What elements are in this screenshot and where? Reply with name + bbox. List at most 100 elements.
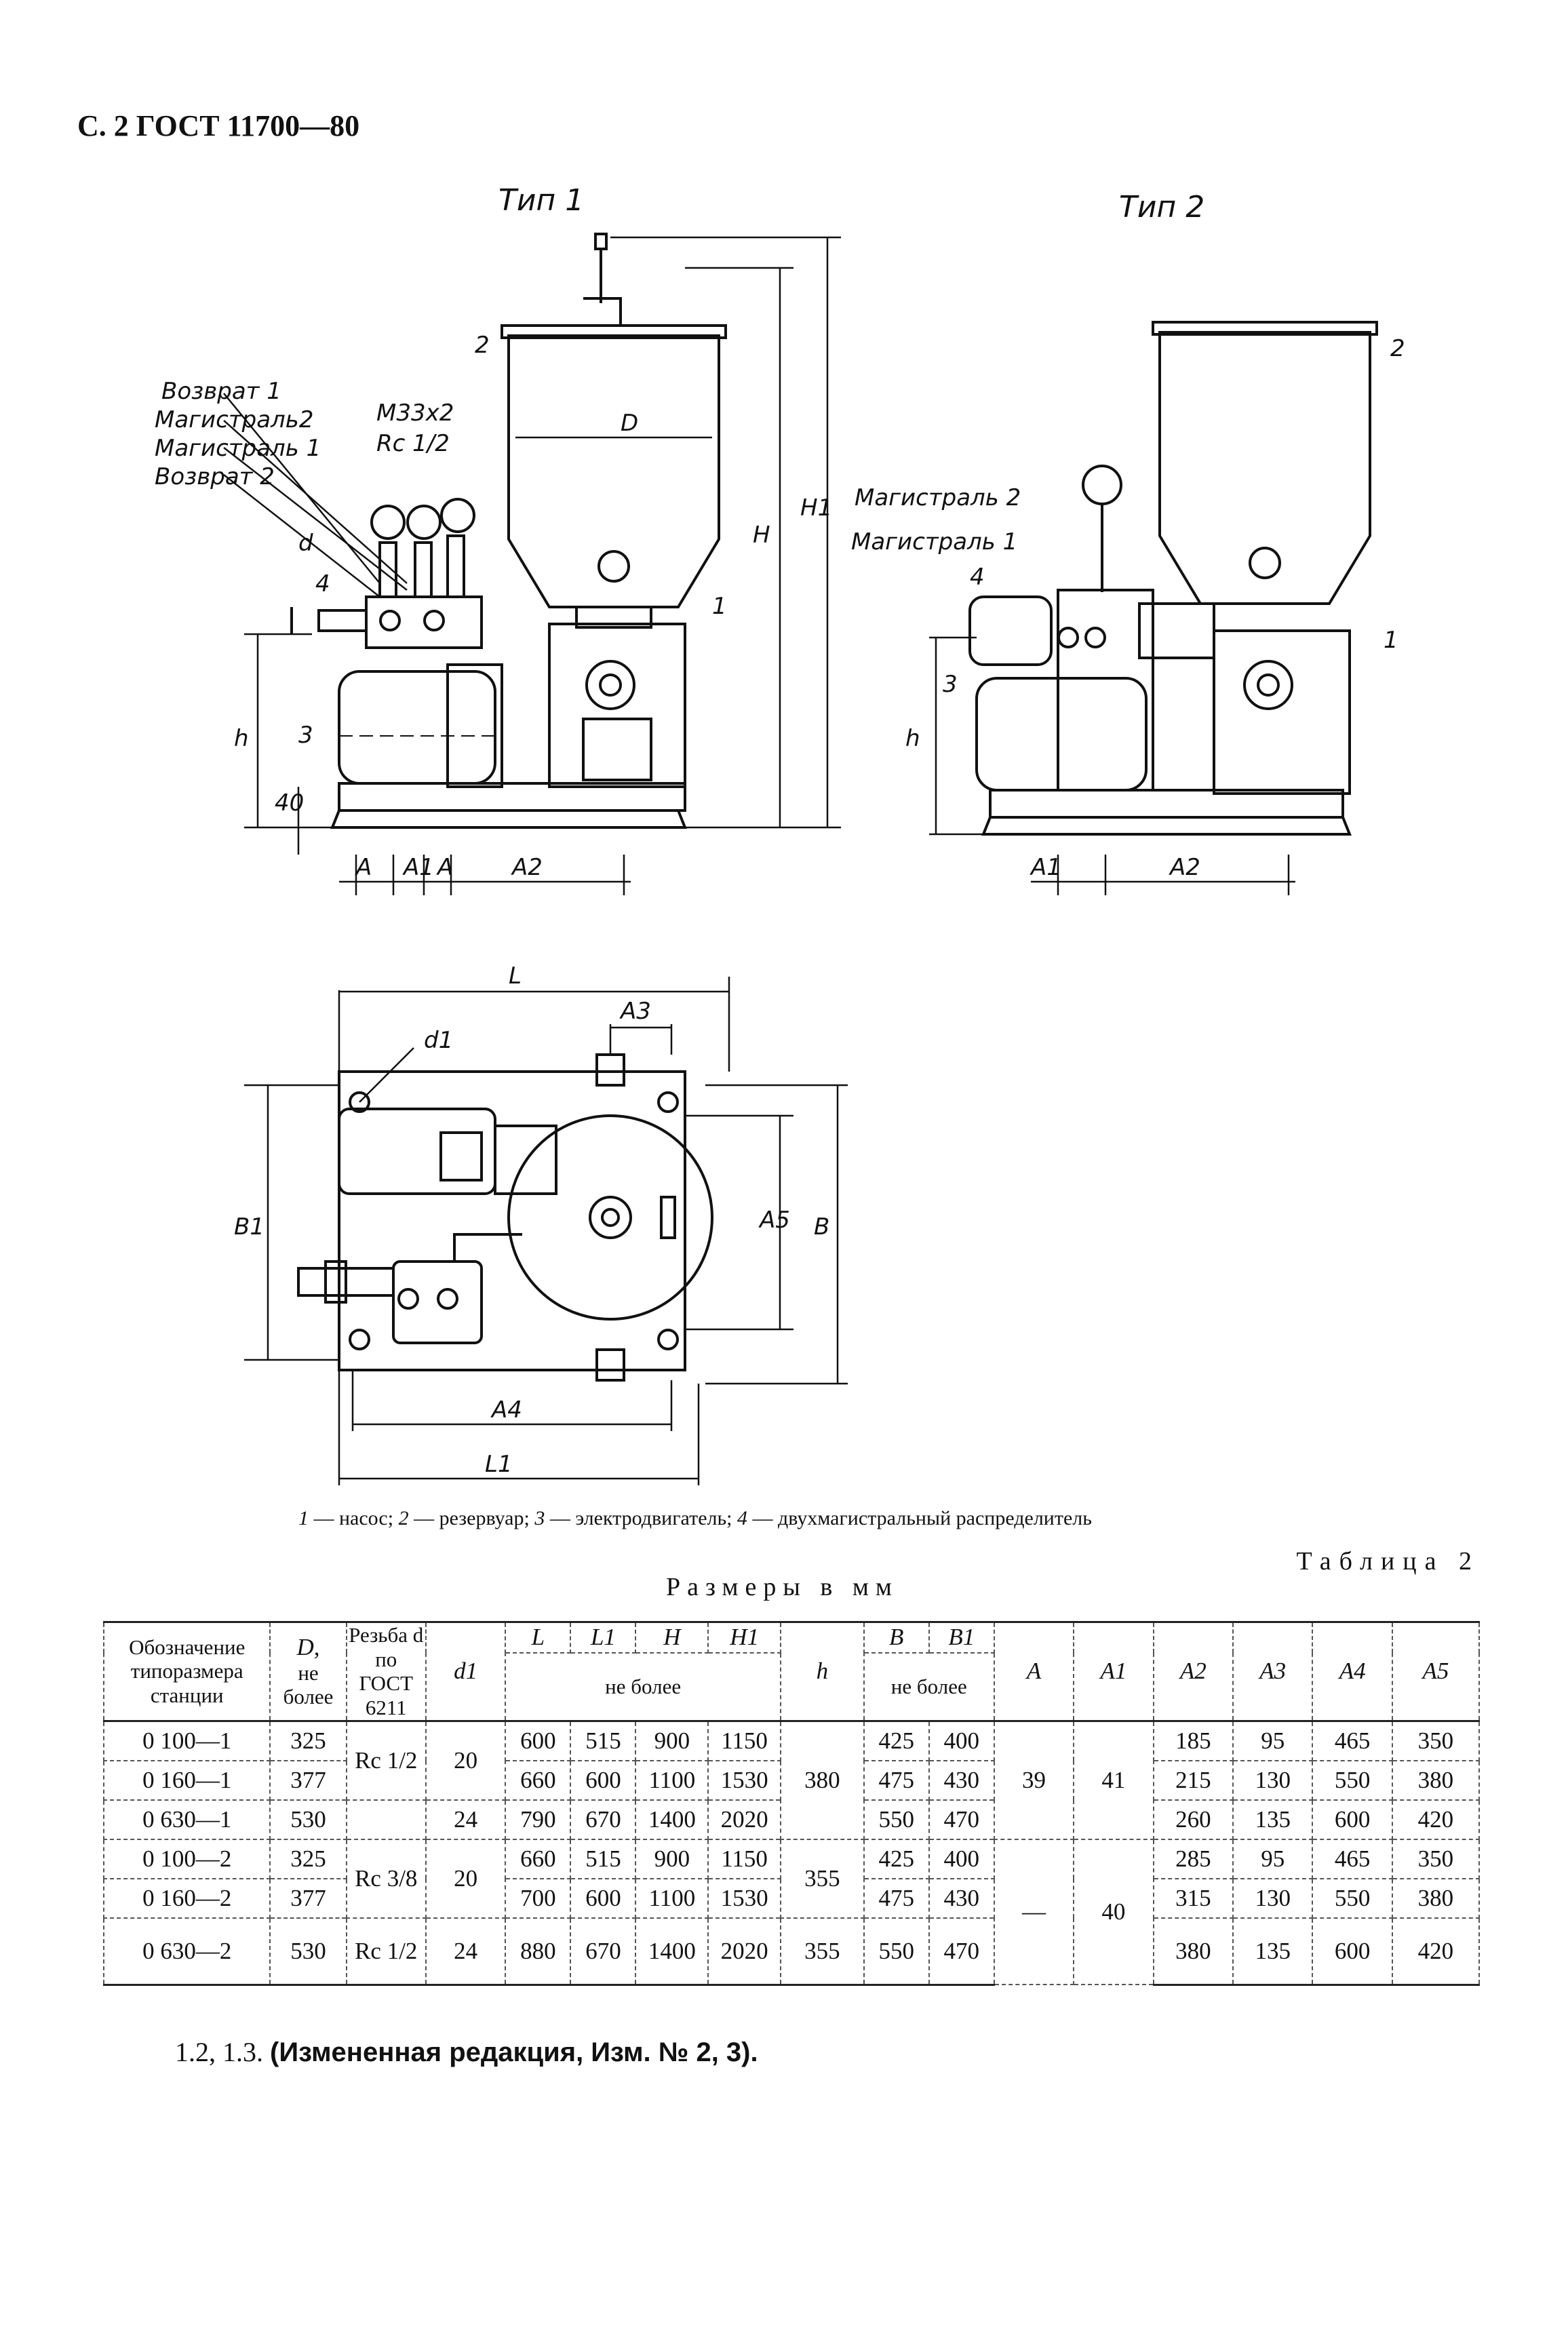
cell-H: 1100 bbox=[635, 1877, 709, 1919]
table-row: 0 630—1 530 24 790 670 1400 2020 550 470… bbox=[102, 1799, 1481, 1840]
cell-B1: 470 bbox=[928, 1799, 995, 1840]
cell-H1: 1150 bbox=[707, 1838, 781, 1879]
cell-H1: 1530 bbox=[707, 1759, 781, 1801]
label-A1-t1: A1 bbox=[402, 854, 434, 881]
label-main2-t2: Магистраль 2 bbox=[855, 484, 1021, 511]
cell-A3: 135 bbox=[1232, 1917, 1314, 1986]
cell-B: 475 bbox=[863, 1877, 930, 1919]
cell-name: 0 630—1 bbox=[102, 1799, 271, 1840]
cell-L1: 600 bbox=[570, 1877, 637, 1919]
cell-D: 325 bbox=[269, 1719, 347, 1761]
table-subtitle: Размеры в мм bbox=[666, 1573, 899, 1601]
label-num3-t2: 3 bbox=[943, 671, 958, 698]
label-B: B bbox=[814, 1213, 829, 1240]
caption-text-4: — двухмагистральный распределитель bbox=[747, 1507, 1092, 1529]
cell-A3: 95 bbox=[1232, 1838, 1314, 1879]
cell-h: 355 bbox=[779, 1838, 865, 1919]
plan-view bbox=[244, 977, 848, 1485]
label-h-t2: h bbox=[905, 725, 920, 752]
cell-L1: 515 bbox=[570, 1719, 637, 1761]
caption-num-2: 2 bbox=[398, 1507, 409, 1529]
cell-A2: 260 bbox=[1152, 1799, 1234, 1840]
label-A-second: A bbox=[436, 854, 453, 881]
cell-L1: 670 bbox=[570, 1799, 637, 1840]
cell-d1: 20 bbox=[425, 1838, 507, 1919]
table-label: Таблица 2 bbox=[1296, 1547, 1480, 1576]
cell-A4: 550 bbox=[1312, 1759, 1393, 1801]
label-d1: d1 bbox=[424, 1027, 453, 1054]
cell-A: — bbox=[993, 1838, 1075, 1986]
label-D: D bbox=[621, 410, 638, 437]
header-A2: A2 bbox=[1152, 1621, 1234, 1722]
cell-L1: 670 bbox=[570, 1917, 637, 1986]
label-num4-t2: 4 bbox=[970, 564, 985, 591]
caption-num-3: 3 bbox=[534, 1507, 545, 1529]
cell-H1: 2020 bbox=[707, 1799, 781, 1840]
cell-A5: 420 bbox=[1391, 1917, 1481, 1986]
table-row: 0 160—1 377 660 600 1100 1530 475 430 21… bbox=[102, 1759, 1481, 1801]
caption-text-2: — резервуар; bbox=[408, 1507, 535, 1529]
cell-A4: 550 bbox=[1312, 1877, 1393, 1919]
cell-L: 790 bbox=[505, 1799, 572, 1840]
cell-H1: 1150 bbox=[707, 1719, 781, 1761]
cell-name: 0 630—2 bbox=[102, 1917, 271, 1986]
header-H1: H1 bbox=[707, 1621, 781, 1654]
header-D: D,не более bbox=[269, 1621, 347, 1722]
cell-A5: 380 bbox=[1391, 1877, 1481, 1919]
header-B1: B1 bbox=[928, 1621, 995, 1654]
label-d: d bbox=[298, 530, 313, 557]
cell-h: 380 bbox=[779, 1719, 865, 1840]
caption-text-1: — насос; bbox=[309, 1507, 399, 1529]
cell-D: 377 bbox=[269, 1759, 347, 1801]
cell-A2: 315 bbox=[1152, 1877, 1234, 1919]
label-40: 40 bbox=[275, 789, 304, 817]
header-d1: d1 bbox=[425, 1621, 507, 1722]
header-H: H bbox=[635, 1621, 709, 1654]
cell-L1: 600 bbox=[570, 1759, 637, 1801]
header-B: B bbox=[863, 1621, 930, 1654]
cell-B1: 430 bbox=[928, 1759, 995, 1801]
label-return1: Возврат 1 bbox=[161, 378, 281, 405]
cell-B: 425 bbox=[863, 1719, 930, 1761]
cell-D: 530 bbox=[269, 1917, 347, 1986]
caption-text-3: — электродвигатель; bbox=[545, 1507, 737, 1529]
cell-D: 325 bbox=[269, 1838, 347, 1879]
label-A5: A5 bbox=[758, 1207, 790, 1234]
header-L: L bbox=[505, 1621, 572, 1654]
figure-caption: 1 — насос; 2 — резервуар; 3 — электродви… bbox=[298, 1507, 1092, 1530]
cell-B: 550 bbox=[863, 1917, 930, 1986]
cell-thread: Rс 3/8 bbox=[345, 1838, 427, 1919]
label-num2-t1: 2 bbox=[475, 332, 490, 359]
header-thread: Резьба d по ГОСТ 6211 bbox=[345, 1621, 427, 1722]
label-A3: A3 bbox=[619, 998, 651, 1025]
header-D-note: не более bbox=[283, 1660, 334, 1709]
cell-d1: 24 bbox=[425, 1799, 507, 1840]
cell-H: 900 bbox=[635, 1838, 709, 1879]
cell-D: 530 bbox=[269, 1799, 347, 1840]
cell-L: 660 bbox=[505, 1759, 572, 1801]
label-return2: Возврат 2 bbox=[155, 463, 275, 490]
table-row: 0 630—2 530 Rс 1/2 24 880 670 1400 2020 … bbox=[102, 1917, 1481, 1986]
cell-H: 900 bbox=[635, 1719, 709, 1761]
cell-A2: 215 bbox=[1152, 1759, 1234, 1801]
cell-A4: 600 bbox=[1312, 1799, 1393, 1840]
cell-L: 700 bbox=[505, 1877, 572, 1919]
type1-view bbox=[223, 233, 841, 895]
dimensions-table: Обозначение типоразмера станции D,не бол… bbox=[102, 1621, 1481, 1986]
label-num1-t1: 1 bbox=[712, 593, 727, 620]
cell-A1: 41 bbox=[1073, 1719, 1154, 1840]
cell-B1: 470 bbox=[928, 1917, 995, 1986]
label-num2-t2: 2 bbox=[1390, 335, 1405, 362]
label-H1: H1 bbox=[800, 494, 832, 522]
cell-B: 550 bbox=[863, 1799, 930, 1840]
cell-A5: 350 bbox=[1391, 1719, 1481, 1761]
cell-A3: 135 bbox=[1232, 1799, 1314, 1840]
header-A: A bbox=[993, 1621, 1075, 1722]
cell-name: 0 100—2 bbox=[102, 1838, 271, 1879]
footnote-bold: (Измененная редакция, Изм. № 2, 3). bbox=[270, 2037, 758, 2067]
label-main1: Магистраль 1 bbox=[155, 435, 321, 462]
cell-H1: 1530 bbox=[707, 1877, 781, 1919]
cell-name: 0 160—2 bbox=[102, 1877, 271, 1919]
label-num1-t2: 1 bbox=[1384, 627, 1398, 654]
label-A4: A4 bbox=[490, 1396, 522, 1424]
